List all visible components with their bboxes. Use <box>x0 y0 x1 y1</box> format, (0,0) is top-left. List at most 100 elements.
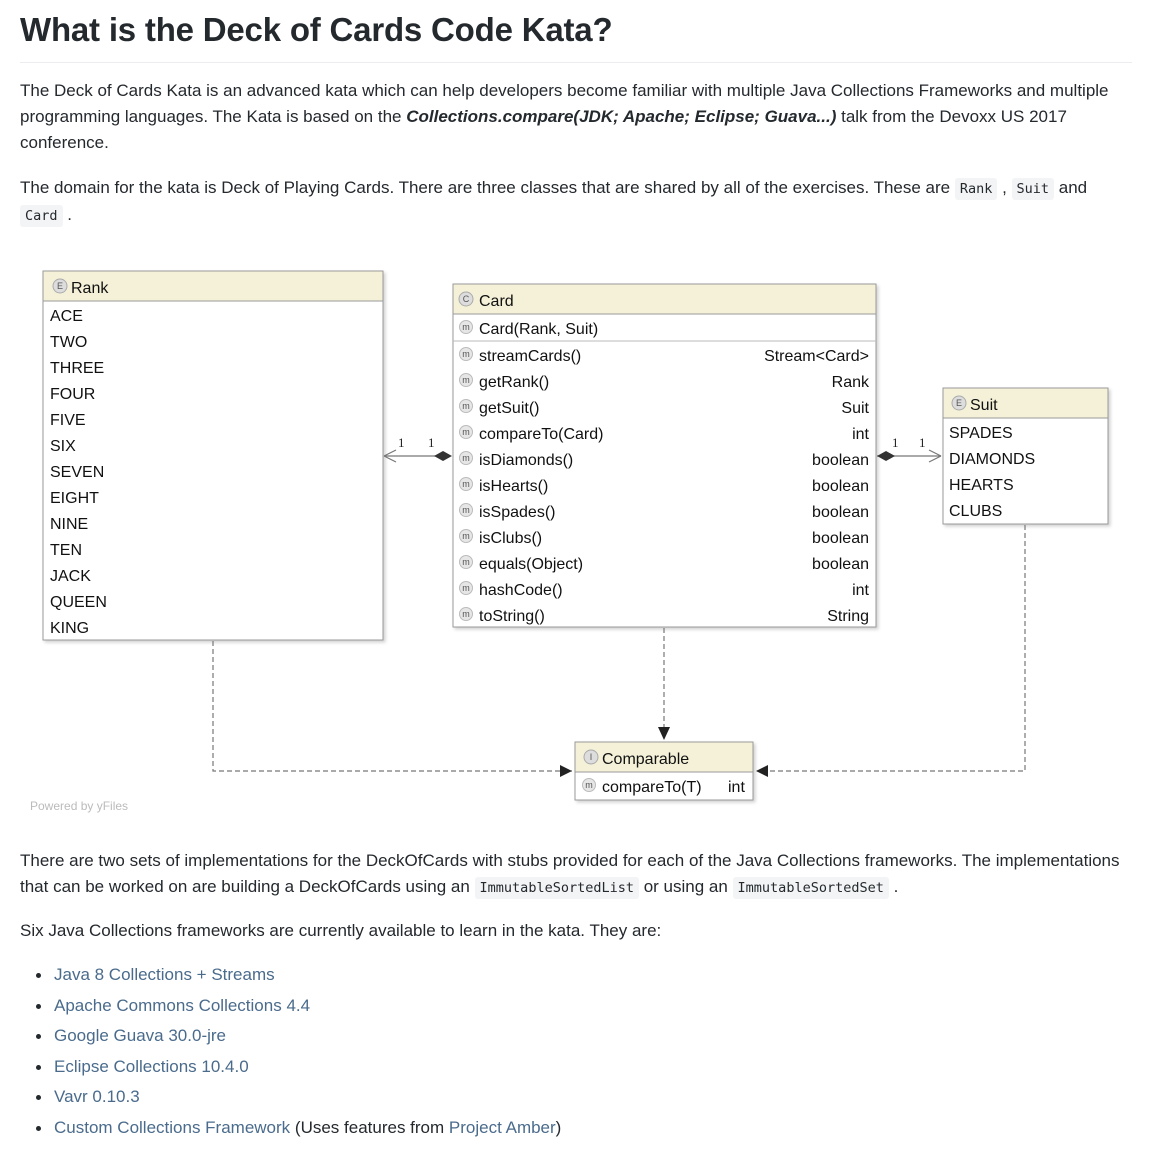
framework-link-java8[interactable]: Java 8 Collections + Streams <box>54 965 275 984</box>
method-icon <box>459 503 473 517</box>
method-icon <box>459 607 473 621</box>
enum-value: QUEEN <box>50 594 107 611</box>
method-icon <box>459 555 473 569</box>
enum-value: HEARTS <box>949 477 1014 494</box>
frameworks-intro: Six Java Collections frameworks are curr… <box>20 921 662 940</box>
domain-sep-2: and <box>1054 178 1088 197</box>
domain-sep-1: , <box>997 178 1012 197</box>
suit-comparable-line <box>757 525 1026 772</box>
rank-box-header <box>42 270 384 302</box>
card-suit-association: 1 1 <box>877 435 942 463</box>
method-return-type: int <box>852 582 869 599</box>
method-return-type: int <box>852 426 869 443</box>
suit-box-header <box>942 387 1109 419</box>
list-item: Apache Commons Collections 4.4 <box>35 993 561 1019</box>
method-name: isSpades() <box>479 504 555 521</box>
card-badge: C <box>463 294 470 304</box>
method-return-type: boolean <box>812 478 869 495</box>
method-badge: m <box>462 505 470 515</box>
method-return-type: boolean <box>812 556 869 573</box>
method-return-type: String <box>827 608 869 625</box>
method-return-type: Rank <box>832 374 870 391</box>
method-return-type: boolean <box>812 504 869 521</box>
method-icon <box>582 778 596 792</box>
realization-lines <box>212 525 1026 777</box>
list-item: Java 8 Collections + Streams <box>35 962 561 988</box>
diamond-head <box>877 451 895 461</box>
comparable-method: compareTo(T) <box>602 779 702 796</box>
impl-text-1: There are two sets of implementations fo… <box>20 851 1120 896</box>
method-icon <box>459 373 473 387</box>
framework-link-eclipse[interactable]: Eclipse Collections 10.4.0 <box>54 1056 249 1076</box>
implementations-paragraph: There are two sets of implementations fo… <box>20 848 1132 901</box>
method-badge: m <box>462 479 470 489</box>
comparable-title: Comparable <box>602 751 689 768</box>
class-icon <box>458 291 474 307</box>
filled-arrow-head <box>560 765 572 777</box>
code-immutable-sorted-list: ImmutableSortedList <box>474 877 639 899</box>
multiplicity-label: 1 <box>919 435 926 450</box>
method-badge: m <box>462 531 470 541</box>
card-box-header <box>452 283 877 315</box>
method-badge: m <box>462 453 470 463</box>
rank-box-body <box>42 270 384 641</box>
project-amber-link[interactable]: Project Amber <box>448 1117 556 1137</box>
method-icon <box>459 451 473 465</box>
comparable-box-header <box>574 741 754 773</box>
frameworks-list: Java 8 Collections + Streams Apache Comm… <box>20 962 561 1146</box>
method-name: compareTo(Card) <box>479 426 603 443</box>
intro-text-2: talk from the Devoxx US 2017 conference. <box>20 107 1067 152</box>
impl-end: . <box>888 877 899 896</box>
method-badge: m <box>462 427 470 437</box>
domain-text: The domain for the kata is Deck of Playi… <box>20 178 955 197</box>
enum-value: CLUBS <box>949 503 1002 520</box>
card-title: Card <box>479 293 514 310</box>
intro-text-1: The Deck of Cards Kata is an advanced ka… <box>20 81 1109 126</box>
method-return-type: Stream<Card> <box>764 348 869 365</box>
suit-badge: E <box>956 398 962 408</box>
filled-arrow-head <box>756 765 768 777</box>
suit-title: Suit <box>970 397 998 414</box>
method-name: getRank() <box>479 374 549 391</box>
filled-arrow-head <box>658 727 670 740</box>
framework-link-apache[interactable]: Apache Commons Collections 4.4 <box>54 995 311 1015</box>
enum-value: TEN <box>50 542 82 559</box>
method-name: isClubs() <box>479 530 542 547</box>
rank-comparable-line <box>212 641 572 772</box>
framework-link-guava[interactable]: Google Guava 30.0-jre <box>54 1026 226 1046</box>
enum-value: EIGHT <box>50 490 99 507</box>
method-badge: m <box>462 375 470 385</box>
framework-link-custom[interactable]: Custom Collections Framework <box>54 1117 291 1137</box>
method-name: hashCode() <box>479 582 563 599</box>
comparable-interface-box: I Comparable m compareTo(T) int <box>574 741 754 801</box>
intro-paragraph: The Deck of Cards Kata is an advanced ka… <box>20 78 1132 156</box>
domain-end: . <box>62 205 72 224</box>
enum-value: FIVE <box>50 412 86 429</box>
talk-title: Collections.compare(JDK; Apache; Eclipse… <box>406 107 837 126</box>
comparable-method-badge: m <box>585 780 593 790</box>
page-title: What is the Deck of Cards Code Kata? <box>20 0 1132 63</box>
list-item: Custom Collections Framework (Uses featu… <box>35 1115 561 1141</box>
enum-value: SPADES <box>949 425 1013 442</box>
readme-content: What is the Deck of Cards Code Kata? The… <box>20 0 1132 1137</box>
enum-icon <box>951 395 967 411</box>
method-icon <box>459 529 473 543</box>
list-item: Google Guava 30.0-jre <box>35 1023 561 1049</box>
method-badge: m <box>462 557 470 567</box>
enum-value: FOUR <box>50 386 95 403</box>
enum-value: JACK <box>50 568 91 585</box>
enum-value: KING <box>50 620 89 637</box>
method-name: getSuit() <box>479 400 539 417</box>
method-return-type: Suit <box>841 400 869 417</box>
multiplicity-label: 1 <box>428 435 435 450</box>
rank-badge: E <box>57 281 63 291</box>
method-badge: m <box>462 401 470 411</box>
framework-link-vavr[interactable]: Vavr 0.10.3 <box>54 1087 140 1107</box>
method-icon <box>459 581 473 595</box>
method-return-type: boolean <box>812 452 869 469</box>
multiplicity-label: 1 <box>398 435 405 450</box>
